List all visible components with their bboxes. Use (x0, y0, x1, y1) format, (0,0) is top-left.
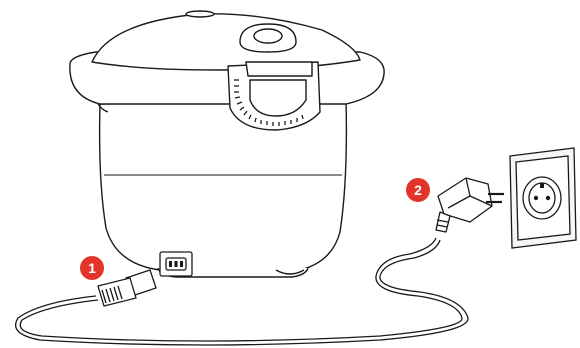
appliance-connector-icon (98, 270, 156, 306)
pressure-valve-top (254, 29, 282, 43)
handle-bar (246, 62, 312, 76)
appliance-inlet (160, 252, 192, 276)
lid-cap (186, 11, 214, 17)
pressure-cooker-icon (70, 11, 384, 277)
callout-1: 1 (80, 256, 104, 280)
power-plug-icon (436, 178, 504, 232)
cooker-lid-dome (92, 14, 360, 70)
callout-2: 2 (406, 178, 430, 202)
callout-1-number: 1 (88, 260, 96, 276)
callout-2-number: 2 (414, 182, 422, 198)
wall-outlet-icon (510, 148, 576, 248)
cooker-body (100, 100, 347, 270)
